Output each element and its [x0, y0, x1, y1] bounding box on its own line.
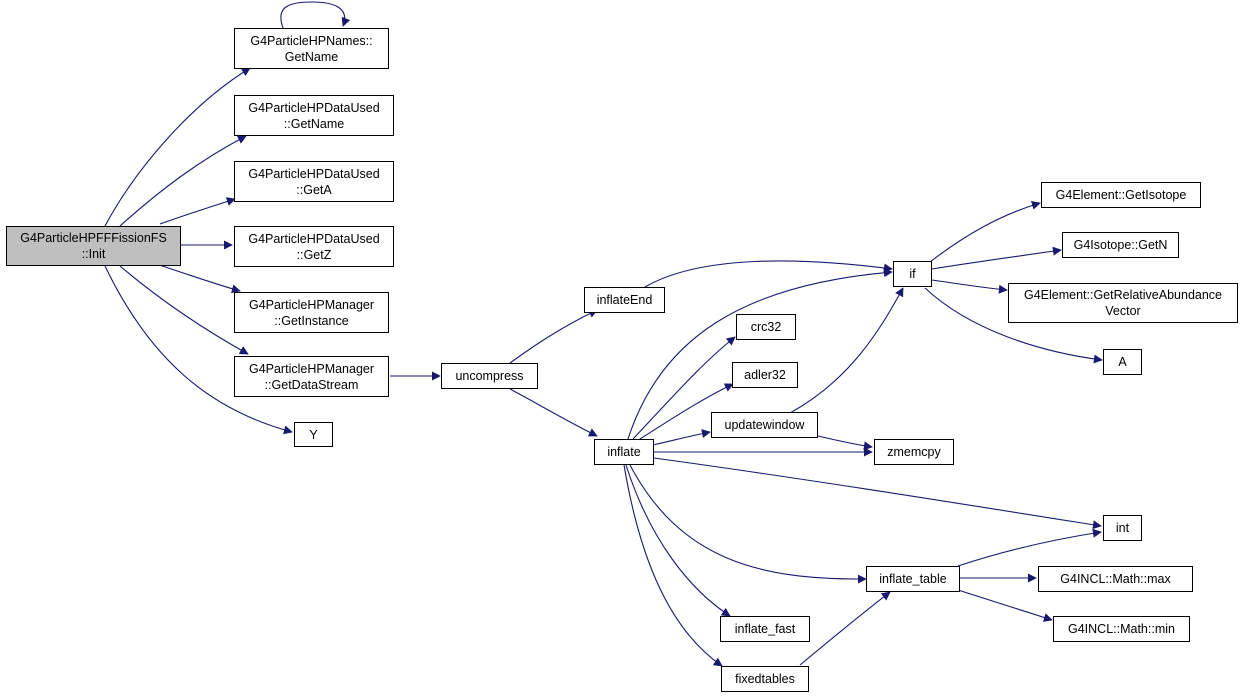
node-dataused-getz[interactable]: G4ParticleHPDataUsed ::GetZ [234, 226, 394, 267]
node-isotope-getn[interactable]: G4Isotope::GetN [1062, 232, 1179, 258]
edge-root-dataused-geta [159, 197, 236, 225]
edge-updatewindow-if [789, 287, 904, 414]
edge-root-names-getname [104, 67, 251, 227]
node-inflateend[interactable]: inflateEnd [584, 287, 665, 313]
edge-inflate-inflate-fast [625, 464, 731, 617]
edge-inflate-inflate-table [629, 464, 867, 584]
node-inflate-table[interactable]: inflate_table [866, 566, 960, 592]
edge-uncompress-inflate [509, 388, 598, 437]
edge-inflate-table-math-min [957, 589, 1053, 622]
node-inflate-fast[interactable]: inflate_fast [720, 616, 810, 642]
node-root-init[interactable]: G4ParticleHPFFFissionFS ::Init [6, 226, 181, 266]
edge-inflateend-if [644, 260, 893, 288]
edge-if-a [924, 287, 1103, 364]
edge-if-element-getrelabund [931, 279, 1008, 294]
edge-inflate-fixedtables [623, 464, 723, 667]
edge-updatewindow-zmemcpy [817, 435, 873, 451]
edge-root-manager-getdatastream [119, 265, 249, 355]
edge-if-element-getisotope [929, 201, 1041, 263]
edge-inflate-int [653, 457, 1102, 530]
edge-inflate-table-int [957, 528, 1102, 567]
node-dataused-getname[interactable]: G4ParticleHPDataUsed ::GetName [234, 95, 394, 136]
node-manager-getdatastream[interactable]: G4ParticleHPManager ::GetDataStream [234, 356, 389, 397]
edge-if-isotope-getn [931, 246, 1062, 270]
edge-root-y [104, 265, 293, 435]
node-a[interactable]: A [1103, 349, 1142, 375]
edge-getname-self [280, 1, 351, 29]
node-dataused-geta[interactable]: G4ParticleHPDataUsed ::GetA [234, 161, 394, 202]
edge-fixedtables-inflate-table [799, 591, 891, 666]
edge-inflate-updatewindow [652, 429, 711, 446]
edge-inflate-crc32 [632, 336, 736, 440]
node-fixedtables[interactable]: fixedtables [721, 666, 809, 692]
node-manager-getinstance[interactable]: G4ParticleHPManager ::GetInstance [234, 292, 389, 333]
node-element-getisotope[interactable]: G4Element::GetIsotope [1041, 182, 1201, 208]
edge-uncompress-inflateend [509, 309, 598, 364]
node-if[interactable]: if [893, 261, 932, 287]
node-math-max[interactable]: G4INCL::Math::max [1038, 566, 1193, 592]
node-zmemcpy[interactable]: zmemcpy [874, 439, 954, 465]
node-element-getrelabund[interactable]: G4Element::GetRelativeAbundance Vector [1008, 283, 1238, 323]
edge-inflate-adler32 [639, 383, 734, 440]
node-int[interactable]: int [1103, 515, 1142, 541]
node-crc32[interactable]: crc32 [736, 314, 796, 340]
node-uncompress[interactable]: uncompress [441, 363, 538, 389]
edge-root-dataused-getname [119, 135, 247, 227]
node-names-getname[interactable]: G4ParticleHPNames:: GetName [234, 28, 389, 69]
node-inflate[interactable]: inflate [594, 439, 654, 465]
node-math-min[interactable]: G4INCL::Math::min [1053, 616, 1190, 642]
edge-inflate-if [627, 268, 893, 440]
node-updatewindow[interactable]: updatewindow [711, 412, 818, 438]
edge-root-manager-getinstance [161, 265, 241, 294]
node-adler32[interactable]: adler32 [732, 362, 798, 388]
node-y[interactable]: Y [294, 422, 333, 447]
